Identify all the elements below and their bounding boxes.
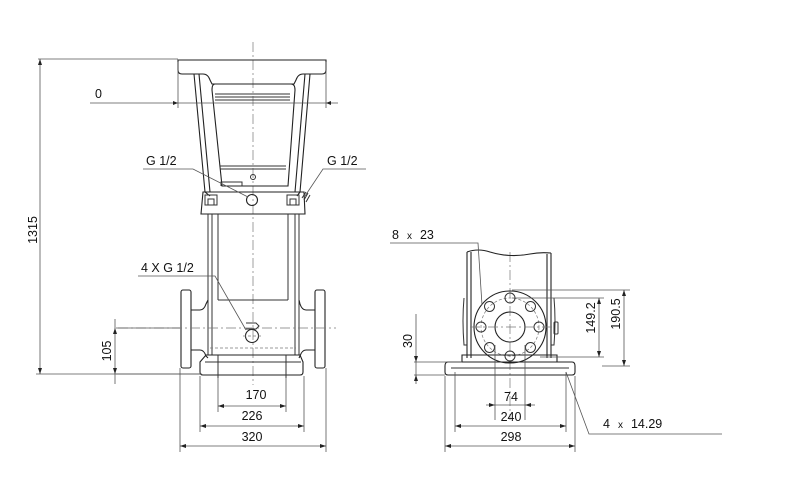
dim-inlet-height: 105 [100,341,114,362]
dim-overall-height: 1315 [26,216,40,244]
dim-bolt-circle: 149.2 [584,302,598,333]
dim-width-298: 298 [501,430,522,444]
dim-flange-diameter: 190.5 [609,298,623,329]
dim-width-240: 240 [501,410,522,424]
label-drain-ports: 4 X G 1/2 [141,261,194,275]
label-port-right: G 1/2 [327,154,358,168]
front-view-dimensions: 1315 0 G 1/2 G 1/2 4 X G 1/2 105 170 [26,58,366,452]
dim-width-226: 226 [242,409,263,423]
label-port-left: G 1/2 [146,154,177,168]
dim-width-170: 170 [246,388,267,402]
dim-base-height: 30 [401,334,415,348]
dim-top-offset: 0 [95,87,102,101]
dim-width-320: 320 [242,430,263,444]
dim-bore-74: 74 [504,390,518,404]
side-view [444,249,576,420]
front-view [118,42,336,385]
